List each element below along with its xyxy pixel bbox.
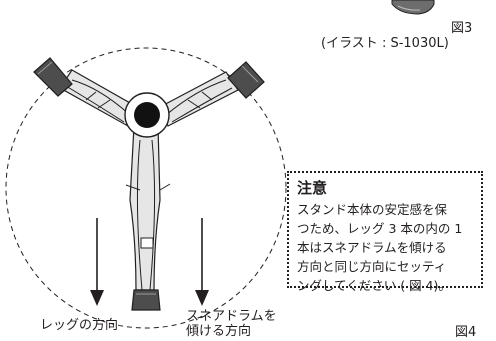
illustration-model-note: (イラスト : S-1030L) [321,36,449,51]
center-hub [124,92,170,138]
caution-line: 方向と同じ方向にセッティ [297,259,447,274]
figure4-label: 図4 [455,325,477,340]
leg-direction-label: レッグの方向 [40,318,119,333]
figure3-label: 図3 [451,21,473,36]
caution-line: ングしてください ( 図 4)。 [297,278,451,293]
snare-direction-label-line1: スネアドラムを [186,309,277,324]
caution-line: 本はスネアドラムを傾ける [297,240,447,255]
dashed-rotation-circle [5,47,287,329]
caution-box: 注意 スタンド本体の安定感を保 つため、レッグ 3 本の内の 1 本はスネアドラ… [287,171,483,293]
rubber-foot-upper-right [227,61,265,99]
stand-leg-upper-right [157,71,239,127]
rubber-foot-bottom [131,289,161,311]
stand-leg-bottom [125,125,171,291]
caution-title: 注意 [297,179,328,197]
snare-direction-label-line2: 傾ける方向 [186,324,252,339]
caution-body: スタンド本体の安定感を保 つため、レッグ 3 本の内の 1 本はスネアドラムを傾… [297,200,475,295]
leg-direction-arrow [90,218,104,306]
caution-line: つため、レッグ 3 本の内の 1 [297,221,463,236]
rubber-foot-upper-left [33,57,73,97]
figure3-partial-illustration [391,0,435,15]
snare-tilt-direction-arrow [195,218,209,306]
caution-line: スタンド本体の安定感を保 [297,202,448,217]
